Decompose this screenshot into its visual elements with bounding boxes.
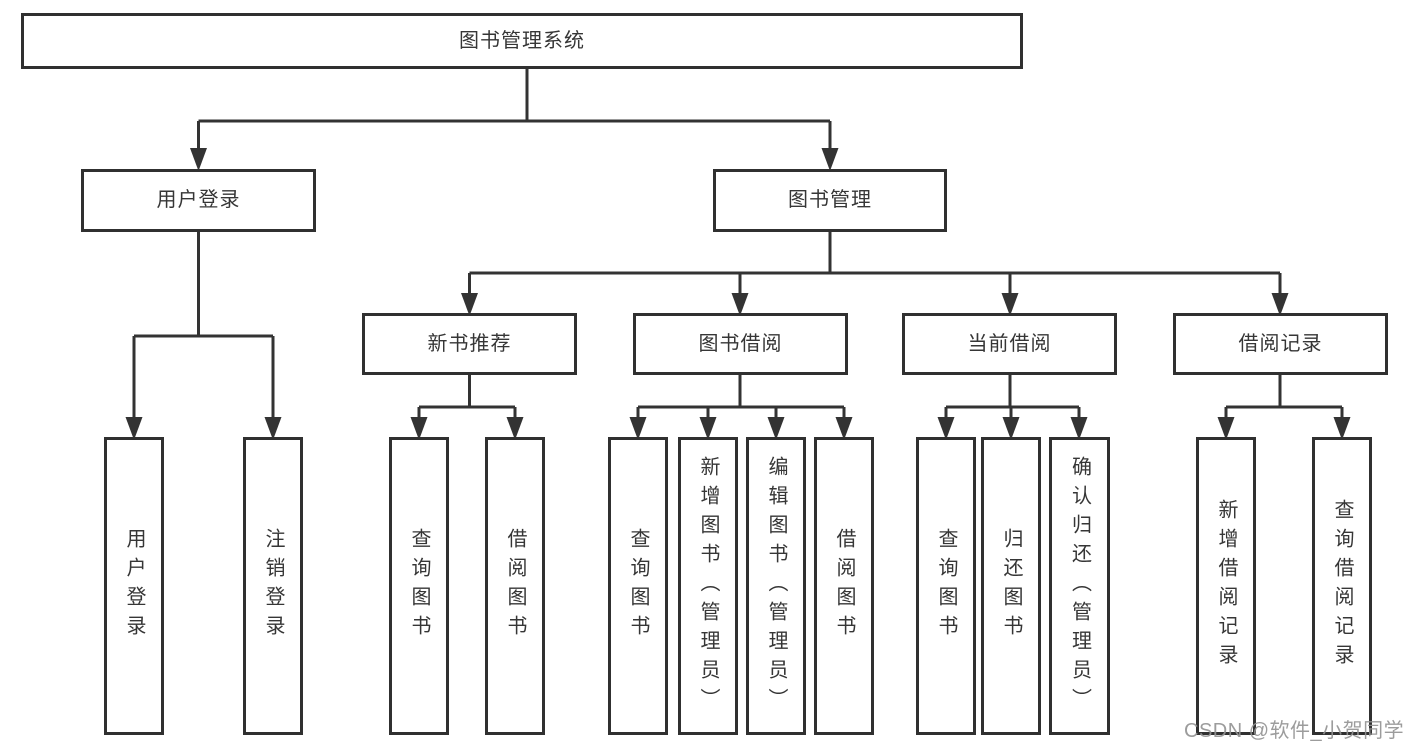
csdn-watermark: CSDN @软件_小贺同学: [1184, 720, 1405, 742]
leaf-query-books-current: 查询图书: [916, 437, 976, 735]
connector-book-borrow-children: [629, 375, 853, 440]
arrowhead-icon: [264, 417, 282, 440]
arrowhead-icon: [125, 417, 143, 440]
arrowhead-icon: [937, 417, 955, 440]
leaf-logout: 注销登录: [243, 437, 303, 735]
arrowhead-icon: [699, 417, 717, 440]
node-borrow-records: 借阅记录: [1173, 313, 1388, 375]
arrowhead-icon: [821, 148, 839, 171]
leaf-query-borrow-record: 查询借阅记录: [1312, 437, 1372, 735]
connector-book-mgmt-to-level3: [461, 232, 1289, 316]
node-new-book-recommend: 新书推荐: [362, 313, 577, 375]
leaf-return-book: 归还图书: [981, 437, 1041, 735]
node-library-system-root: 图书管理系统: [21, 13, 1023, 69]
leaf-add-book-admin: 新增图书（管理员）: [678, 437, 738, 735]
leaf-query-books-recommend: 查询图书: [389, 437, 449, 735]
connector-borrow-record-children: [1217, 375, 1351, 440]
arrowhead-icon: [629, 417, 647, 440]
leaf-borrow-books: 借阅图书: [814, 437, 874, 735]
arrowhead-icon: [1002, 417, 1020, 440]
connector-root-to-level2: [190, 69, 839, 171]
leaf-borrow-books-recommend: 借阅图书: [485, 437, 545, 735]
arrowhead-icon: [835, 417, 853, 440]
arrowhead-icon: [1001, 293, 1019, 316]
node-user-login: 用户登录: [81, 169, 316, 232]
arrowhead-icon: [1217, 417, 1235, 440]
arrowhead-icon: [1333, 417, 1351, 440]
connector-user-login-children: [125, 232, 282, 440]
connector-new-book-children: [410, 375, 524, 440]
leaf-confirm-return-admin: 确认归还（管理员）: [1049, 437, 1110, 735]
leaf-add-borrow-record: 新增借阅记录: [1196, 437, 1256, 735]
leaf-user-login: 用户登录: [104, 437, 164, 735]
arrowhead-icon: [506, 417, 524, 440]
node-book-borrow: 图书借阅: [633, 313, 848, 375]
node-book-management: 图书管理: [713, 169, 947, 232]
node-current-borrow: 当前借阅: [902, 313, 1117, 375]
arrowhead-icon: [410, 417, 428, 440]
leaf-edit-book-admin: 编辑图书（管理员）: [746, 437, 806, 735]
arrowhead-icon: [190, 148, 207, 171]
arrowhead-icon: [731, 293, 749, 316]
connector-current-borrow-children: [937, 375, 1088, 440]
arrowhead-icon: [767, 417, 785, 440]
arrowhead-icon: [1271, 293, 1289, 316]
leaf-query-books-borrow: 查询图书: [608, 437, 668, 735]
arrowhead-icon: [1070, 417, 1088, 440]
arrowhead-icon: [461, 293, 478, 316]
